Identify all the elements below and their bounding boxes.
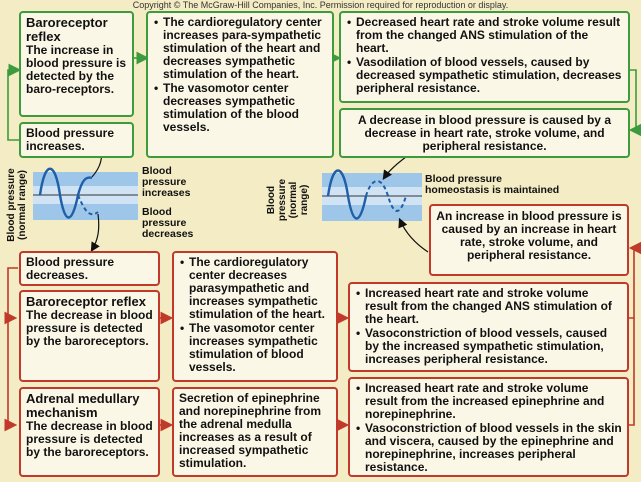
ans-item-1: Increased heart rate and stroke volume r… [356, 287, 622, 326]
arrow-bpinc-to-baro [7, 63, 24, 141]
left-graph [33, 167, 138, 220]
effects-item-1: Decreased heart rate and stroke volume r… [347, 16, 623, 55]
cardio-increase-item-1: The cardioregulatory center decreases pa… [180, 256, 331, 321]
increase-caused-box: An increase in blood pressure is caused … [429, 204, 629, 276]
increases-label: Blood pressure increases [142, 165, 191, 199]
baroreceptor-decrease-text: The decrease in blood pressure is detect… [26, 308, 153, 348]
arrow-ans-to-increase [628, 241, 641, 319]
arrow-bpdec-to-adrenal [4, 318, 18, 432]
baroreceptor-title: Baroreceptor reflex [26, 15, 108, 44]
bp-increases-box: Blood pressure increases. [19, 122, 134, 158]
secretion-box: Secretion of epinephrine and norepinephr… [172, 387, 338, 477]
baroreceptor-increase-box: Baroreceptor reflex The increase in bloo… [19, 11, 134, 117]
arrow-effects-to-decrease [628, 69, 641, 137]
adrenal-title: Adrenal medullary mechanism [26, 391, 140, 420]
right-axis-label: Blood pressure (normal range) [266, 178, 310, 222]
ans-item-2: Vasoconstriction of blood vessels, cause… [356, 327, 622, 366]
bp-decreases-text: Blood pressure decreases. [26, 255, 115, 282]
arrow-bpdec-to-baro [4, 267, 18, 325]
increase-caused-text: An increase in blood pressure is caused … [436, 209, 622, 262]
cardio-increase-item-2: The vasomotor center increases sympathet… [180, 322, 331, 374]
copyright-notice: Copyright © The McGraw-Hill Companies, I… [0, 0, 641, 11]
baroreceptor-text: The increase in blood pressure is detect… [26, 43, 127, 96]
decrease-caused-box: A decrease in blood pressure is caused b… [339, 108, 630, 158]
cardio-item-1: The cardioregulatory center increases pa… [154, 16, 327, 81]
baroreceptor-decrease-box: Baroreceptor reflex The decrease in bloo… [19, 290, 160, 382]
adrenal-box: Adrenal medullary mechanism The decrease… [19, 387, 160, 477]
right-graph [322, 169, 422, 221]
cardio-increase-box: The cardioregulatory center decreases pa… [172, 251, 338, 382]
secretion-text: Secretion of epinephrine and norepinephr… [179, 391, 322, 470]
arrow-epi-to-increase [628, 318, 635, 426]
arrow-increase-to-graph [398, 217, 429, 253]
homeostasis-label: Blood pressure homeostasis is maintained [425, 173, 560, 196]
adrenal-text: The decrease in blood pressure is detect… [26, 419, 153, 459]
decreases-label: Blood pressure decreases [142, 206, 194, 240]
effects-decrease-box: Decreased heart rate and stroke volume r… [339, 11, 630, 103]
effects-ans-box: Increased heart rate and stroke volume r… [348, 282, 629, 372]
bp-decreases-box: Blood pressure decreases. [19, 251, 160, 286]
epi-item-2: Vasoconstriction of blood vessels in the… [356, 422, 622, 474]
cardio-decrease-box: The cardioregulatory center increases pa… [146, 11, 334, 158]
bp-increases-text: Blood pressure increases. [26, 126, 115, 153]
epi-item-1: Increased heart rate and stroke volume r… [356, 382, 622, 421]
decrease-caused-text: A decrease in blood pressure is caused b… [358, 113, 611, 153]
arrow-graph-to-decreases [90, 213, 100, 253]
baroreceptor-decrease-title: Baroreceptor reflex [26, 294, 146, 309]
effects-epi-box: Increased heart rate and stroke volume r… [348, 377, 629, 477]
effects-item-2: Vasodilation of blood vessels, caused by… [347, 56, 623, 95]
left-axis-label: Blood pressure (normal range) [6, 168, 28, 242]
cardio-item-2: The vasomotor center decreases sympathet… [154, 82, 327, 134]
